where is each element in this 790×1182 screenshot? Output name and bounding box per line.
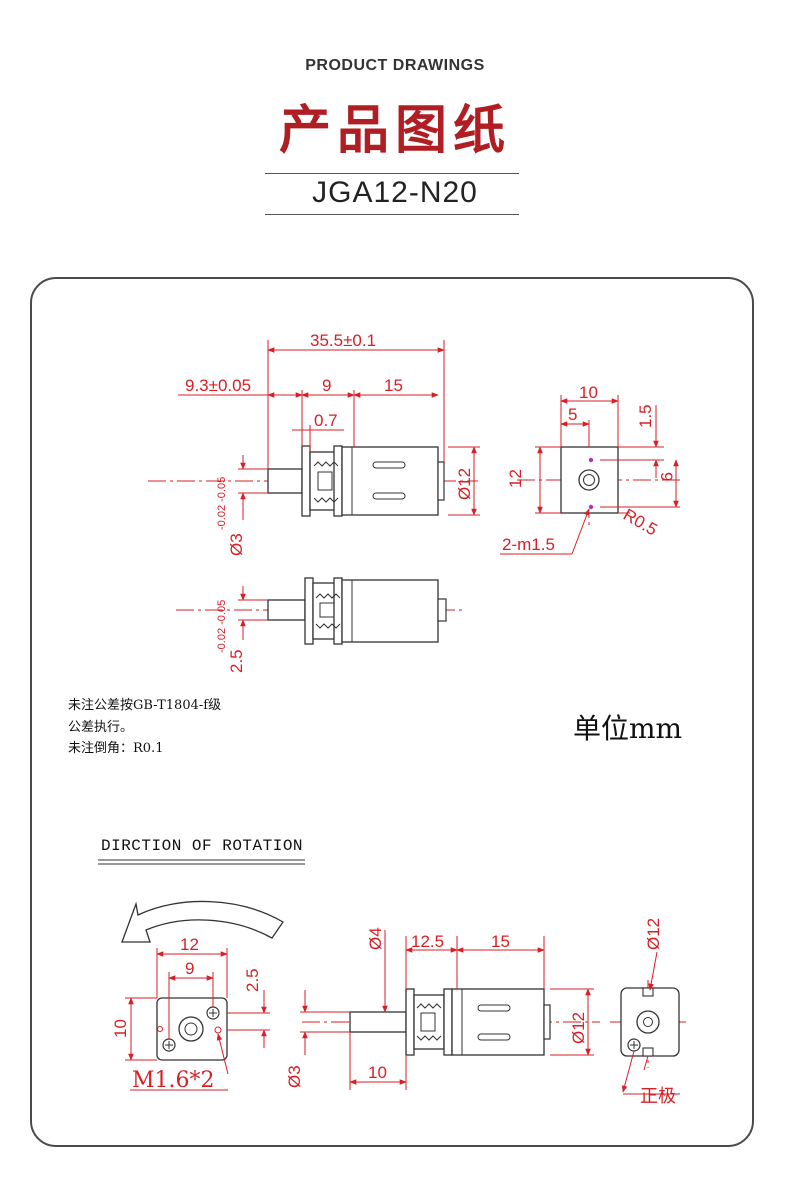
dim-top-margin: 1.5 bbox=[636, 404, 655, 428]
dim-shaft-diameter: Ø3 bbox=[227, 533, 246, 556]
dim-rot-d4: Ø4 bbox=[366, 927, 385, 950]
dim-rot-shaft: 10 bbox=[368, 1063, 387, 1082]
dim-motor-length: 15 bbox=[384, 376, 403, 395]
dim-rot-motor: 15 bbox=[491, 932, 510, 951]
dim-gear-length: 9 bbox=[322, 376, 331, 395]
mount-hole-top bbox=[588, 457, 594, 463]
dim-hole-offset: 5 bbox=[568, 405, 577, 424]
note-line-3: 未注倒角：R0.1 bbox=[68, 741, 164, 756]
end-view: 10 5 1.5 12 9 R0.5 2-m1.5 bbox=[500, 383, 680, 555]
header-subtitle: PRODUCT DRAWINGS bbox=[305, 57, 485, 74]
side-shaft bbox=[267, 599, 306, 621]
note-line-2: 公差执行。 bbox=[68, 720, 134, 735]
dim-side-shaft: 2.5 bbox=[227, 649, 246, 673]
dim-rot-d3: Ø3 bbox=[285, 1065, 304, 1088]
header-divider-bottom bbox=[265, 214, 519, 215]
polarity-label: 正极 bbox=[640, 1086, 676, 1107]
screw-spec: M1.6*2 bbox=[132, 1068, 215, 1093]
header-title: 产品图纸 bbox=[278, 101, 511, 161]
header-divider-top bbox=[265, 173, 519, 174]
dim-rot-holes: 9 bbox=[185, 959, 194, 978]
top-shaft bbox=[267, 468, 303, 494]
mount-hole-bottom bbox=[588, 504, 594, 510]
side-motor-body bbox=[341, 579, 439, 643]
top-view: 35.5±0.1 9.3±0.05 9 15 0.7 Ø12 Ø3 -0.02 … bbox=[148, 331, 480, 556]
header-model: JGA12-N20 bbox=[312, 176, 478, 209]
rotation-section: 12 9 2.5 10 M1.6*2 bbox=[98, 859, 690, 1107]
dim-rot-width: 12 bbox=[180, 935, 199, 954]
dim-rot-side: 2.5 bbox=[243, 968, 262, 992]
dim-mount-holes: 2-m1.5 bbox=[502, 535, 555, 554]
rotation-title: DIRCTION OF ROTATION bbox=[101, 837, 304, 855]
dim-side-shaft-tolerance: -0.02 -0.05 bbox=[216, 600, 228, 653]
rot-motor-body bbox=[451, 988, 545, 1056]
dim-end-width: 10 bbox=[579, 383, 598, 402]
top-motor-body bbox=[341, 446, 439, 516]
dim-shaft-offset: 9.3±0.05 bbox=[185, 376, 251, 395]
dim-total-length: 35.5±0.1 bbox=[310, 331, 376, 350]
dim-gap: 0.7 bbox=[314, 411, 338, 430]
side-view: 2.5 -0.02 -0.05 bbox=[176, 577, 466, 673]
dim-rot-height: 10 bbox=[111, 1019, 130, 1038]
dim-rot-end-diameter: Ø12 bbox=[644, 918, 663, 950]
dim-diameter: Ø12 bbox=[455, 468, 474, 500]
drawing-frame bbox=[30, 277, 754, 1147]
dim-corner-radius: R0.5 bbox=[620, 505, 661, 539]
dim-rot-diameter: Ø12 bbox=[569, 1012, 588, 1044]
dim-hole-span: 9 bbox=[657, 472, 676, 481]
unit-label: 单位mm bbox=[573, 712, 683, 745]
dim-end-height: 12 bbox=[506, 469, 525, 488]
dim-shaft-tolerance: -0.02 -0.05 bbox=[216, 477, 228, 530]
note-line-1: 未注公差按GB-T1804-f级 bbox=[68, 698, 222, 713]
rot-shaft bbox=[349, 1011, 407, 1033]
rotation-arrow-icon bbox=[121, 900, 284, 943]
dim-rot-gear: 12.5 bbox=[411, 932, 444, 951]
